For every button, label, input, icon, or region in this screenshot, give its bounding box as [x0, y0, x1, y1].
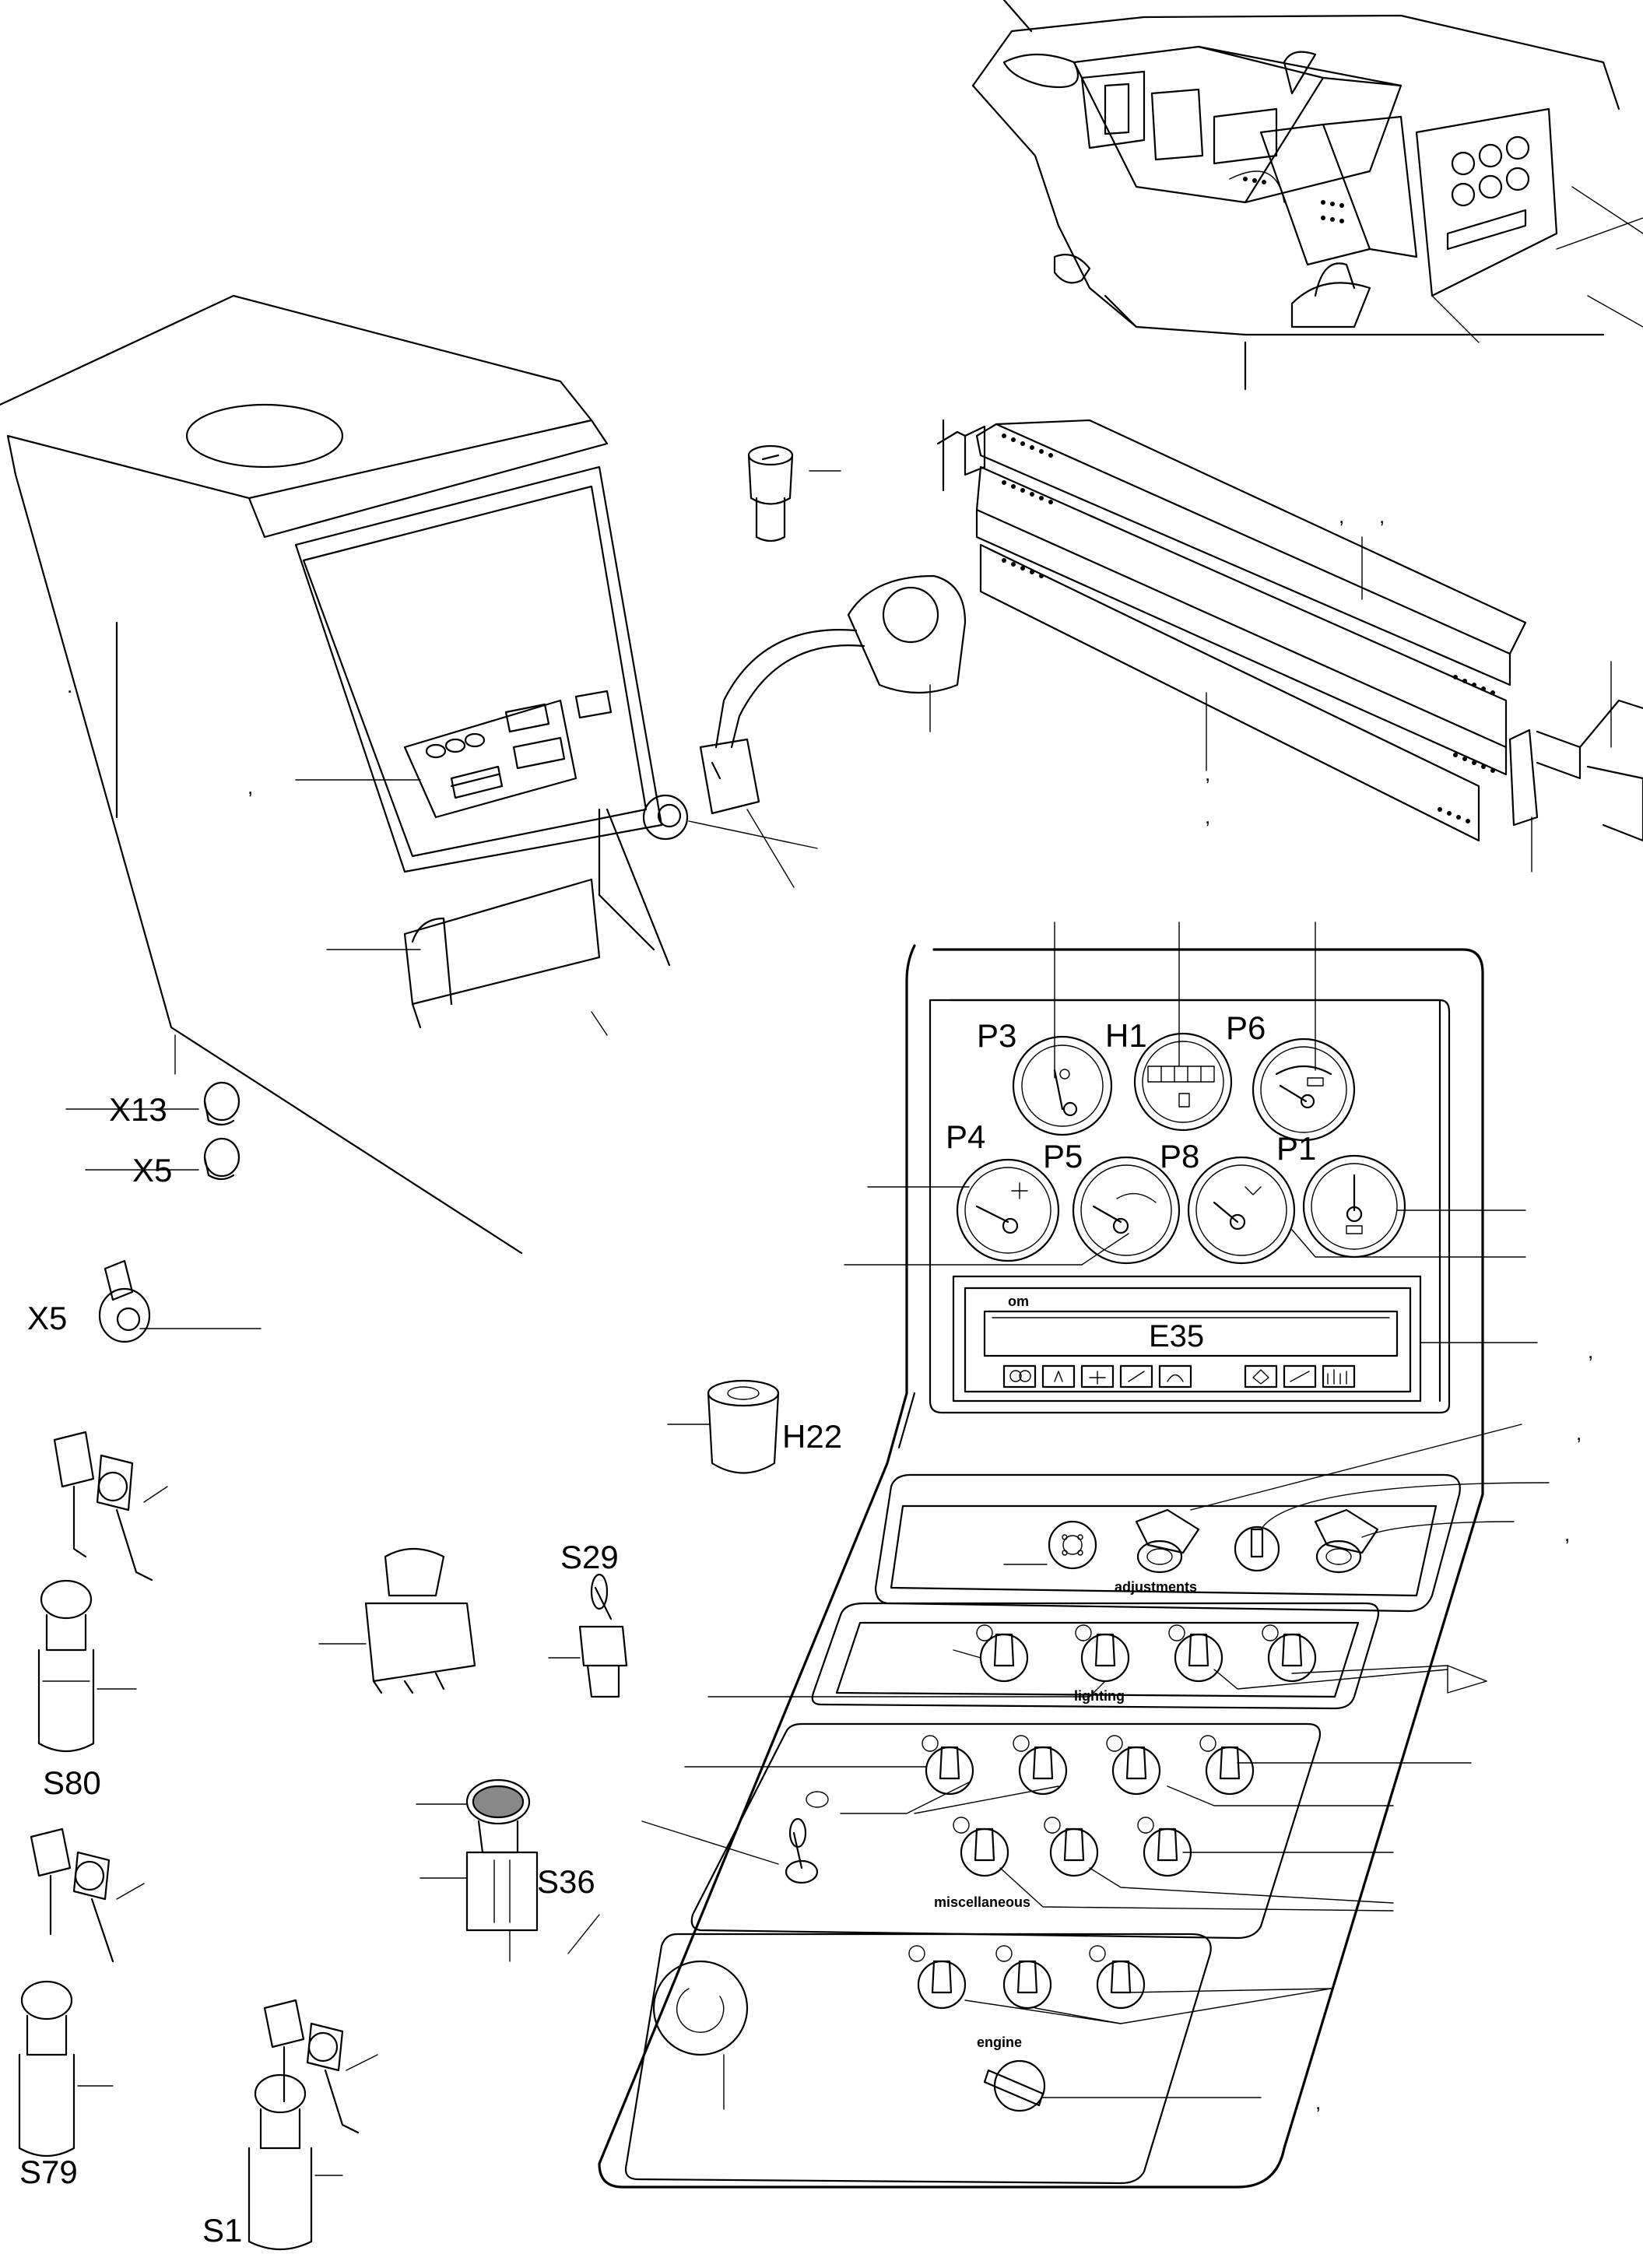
stray-comma-5: , — [248, 775, 253, 799]
section-adjustments: adjustments — [874, 1473, 1461, 1613]
cab-overview — [971, 0, 1643, 391]
socket-x13: X13 — [65, 1081, 240, 1128]
ignition-switch — [983, 2059, 1046, 2112]
label-s80: S80 — [43, 1764, 101, 1801]
section-engine: engine — [624, 1933, 1212, 2185]
display-brand: om — [1008, 1294, 1029, 1309]
label-s1: S1 — [202, 2212, 242, 2249]
console-housing — [0, 294, 671, 1255]
stray-dot-1: . — [67, 674, 72, 697]
label-p5: P5 — [1043, 1138, 1083, 1174]
engine-switches — [908, 1945, 1146, 2010]
gauge-p6: P6 — [1226, 1009, 1356, 1142]
label-p3: P3 — [977, 1017, 1016, 1054]
stray-comma-3: , — [1205, 762, 1210, 785]
emergency-stop-s36: S36 — [416, 1778, 595, 1962]
section-label-miscellaneous: miscellaneous — [934, 1894, 1030, 1910]
label-s79: S79 — [19, 2154, 78, 2190]
stray-comma-8: , — [1564, 1522, 1570, 1546]
section-lighting: lighting — [811, 1602, 1380, 1710]
key-pair-top — [53, 1431, 168, 1582]
label-p6: P6 — [1226, 1009, 1266, 1046]
label-x5-bottom: X5 — [27, 1300, 67, 1336]
key-pair-bottom — [263, 1999, 378, 2134]
section-label-lighting: lighting — [1074, 1688, 1125, 1704]
terminal-rail-assembly — [936, 419, 1643, 872]
gauge-p3: P3 — [977, 1017, 1113, 1136]
toggle-switch-s29: S29 — [548, 1539, 628, 1698]
gauge-p1: P1 — [1276, 1130, 1406, 1259]
panel-leader-lines — [567, 922, 1550, 2110]
stray-comma-2: , — [1379, 504, 1385, 528]
misc-toggle — [785, 1791, 829, 1884]
display-e35: om E35 — [952, 1275, 1422, 1403]
label-h22: H22 — [782, 1418, 842, 1455]
label-s29: S29 — [560, 1539, 619, 1575]
label-x5-top: X5 — [132, 1152, 172, 1188]
stray-comma-1: , — [1339, 504, 1344, 528]
gauge-p8: P8 — [1160, 1138, 1296, 1265]
misc-switches-top — [922, 1735, 1255, 1796]
label-e35: E35 — [1149, 1319, 1204, 1353]
misc-switches-bottom — [953, 1817, 1192, 1877]
gauge-p5: P5 — [1043, 1138, 1181, 1265]
label-h1: H1 — [1105, 1017, 1147, 1054]
label-p8: P8 — [1160, 1138, 1199, 1174]
key-switch-s80: S80 — [37, 1579, 137, 1801]
stray-comma-4: , — [1205, 805, 1210, 828]
terminal-holes — [1002, 434, 1495, 823]
instrument-panel: P3 H1 P6 P4 — [598, 944, 1484, 2189]
gauge-p4: P4 — [946, 1118, 1060, 1262]
label-x13: X13 — [109, 1091, 167, 1128]
gauge-h1: H1 — [1105, 1017, 1233, 1132]
socket-x5-top: X5 — [85, 1137, 240, 1188]
label-s36: S36 — [537, 1863, 595, 1900]
lighting-switches — [976, 1624, 1317, 1683]
rotary-knob-on-cable — [699, 574, 967, 888]
label-p4: P4 — [946, 1118, 985, 1155]
socket-x5-bottom: X5 — [27, 1259, 262, 1343]
stray-comma-6: , — [1588, 1339, 1593, 1363]
stray-comma-9: , — [1315, 2091, 1321, 2114]
rotary-switch-block — [318, 1547, 476, 1694]
section-label-engine: engine — [977, 2035, 1022, 2050]
section-label-adjustments: adjustments — [1115, 1579, 1197, 1595]
key-switch-s1: S1 — [202, 2073, 343, 2251]
key-switch-s79: S79 — [18, 1980, 114, 2190]
section-miscellaneous: miscellaneous — [690, 1722, 1322, 1940]
label-p1: P1 — [1276, 1130, 1316, 1167]
stray-marks: , , , , , . , , , , — [67, 504, 1593, 2114]
beacon-h22: H22 — [667, 1379, 842, 1474]
rotary-switch-small — [642, 794, 818, 849]
stray-comma-7: , — [1576, 1421, 1582, 1445]
cigar-lighter — [747, 444, 841, 542]
key-pair-middle — [30, 1827, 145, 1963]
